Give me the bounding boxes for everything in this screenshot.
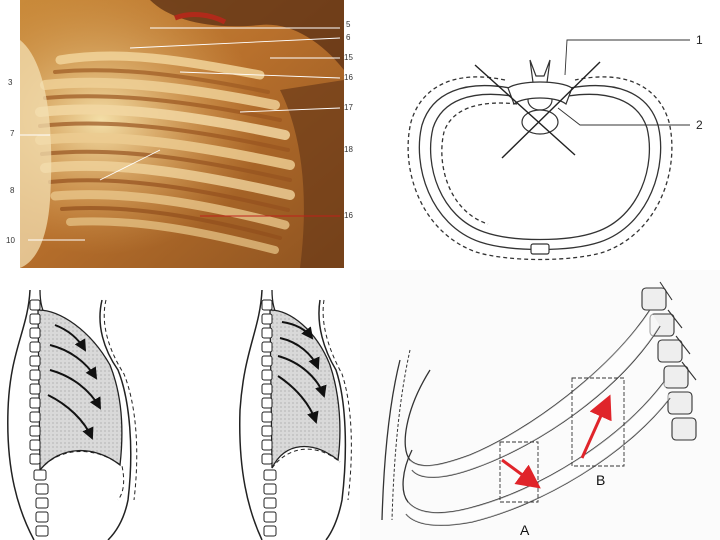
rib-stripes (35, 51, 295, 254)
rib-movement-panel: A B (360, 270, 720, 540)
photo-label-8: 8 (10, 186, 15, 195)
photo-label-15: 15 (344, 53, 353, 62)
dissection-photo (20, 0, 344, 268)
vessel (174, 12, 227, 25)
rib-label-a: A (520, 522, 530, 538)
ring-label-1: 1 (696, 33, 703, 47)
photo-label-17: 17 (344, 103, 353, 112)
rib-movement-diagram (381, 281, 697, 526)
photo-label-6: 6 (346, 33, 351, 42)
leader-lines (20, 27, 341, 241)
breathing-diagrams (7, 289, 352, 540)
thoracic-ring-diagram (407, 39, 690, 261)
cross-lines (474, 61, 601, 159)
vertebra (507, 59, 573, 255)
breathing-figure-left (7, 289, 138, 540)
photo-label-10: 10 (6, 236, 15, 245)
rib-label-b: B (596, 472, 606, 488)
breathing-figure-right (238, 289, 352, 540)
dissection-photo-panel: 3 7 8 10 5 6 15 16 17 18 16 (0, 0, 360, 270)
photo-label-18: 18 (344, 145, 353, 154)
ring-label-2: 2 (696, 118, 703, 132)
photo-label-16: 16 (344, 73, 353, 82)
motion-arrows (501, 394, 612, 489)
photo-label-7: 7 (10, 129, 15, 138)
photo-label-16b: 16 (344, 211, 353, 220)
sternum-area (20, 40, 52, 268)
breathing-diagrams-panel (0, 270, 360, 540)
thoracic-ring-panel: 1 2 (360, 0, 720, 270)
spine (641, 281, 697, 441)
photo-label-3: 3 (8, 78, 13, 87)
photo-label-5: 5 (346, 20, 351, 29)
